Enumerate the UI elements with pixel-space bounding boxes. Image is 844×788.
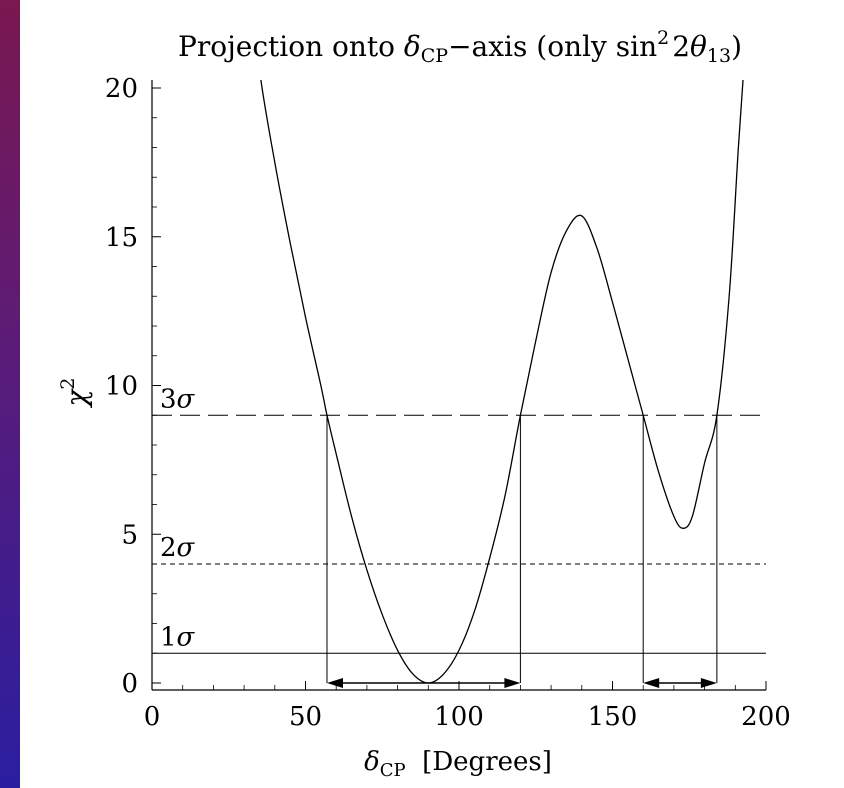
interval-arrow-head-left <box>643 678 660 688</box>
interval-arrow-head-right <box>504 678 521 688</box>
y-tick-label: 20 <box>105 74 138 104</box>
axis-ticks <box>151 87 767 690</box>
sigma-lines <box>152 414 766 654</box>
interval-arrow-head-right <box>700 678 717 688</box>
x-tick-label: 100 <box>434 702 484 732</box>
confidence-intervals <box>326 415 718 688</box>
x-tick-label: 50 <box>289 702 322 732</box>
x-axis-label: δCP [Degrees] <box>364 747 552 781</box>
tick-labels: 0 50 100 150 200 0 5 10 15 20 3σ 2σ 1σ <box>105 74 791 732</box>
y-tick-label: 0 <box>121 669 138 699</box>
x-tick-label: 0 <box>144 702 161 732</box>
y-tick-label: 10 <box>105 372 138 402</box>
y-tick-label: 5 <box>121 520 138 550</box>
chi-square-series <box>260 80 744 684</box>
interval-arrow-head-left <box>326 678 343 688</box>
sigma-label: 3σ <box>160 384 196 414</box>
y-tick-label: 15 <box>105 223 138 253</box>
sigma-label: 2σ <box>160 533 196 563</box>
x-tick-label: 200 <box>741 702 791 732</box>
plot-axes <box>151 80 766 691</box>
y-axis-label: χ2 <box>57 377 93 408</box>
chi-square-curve <box>260 80 744 684</box>
sigma-label: 1σ <box>160 622 196 652</box>
x-tick-label: 150 <box>588 702 638 732</box>
